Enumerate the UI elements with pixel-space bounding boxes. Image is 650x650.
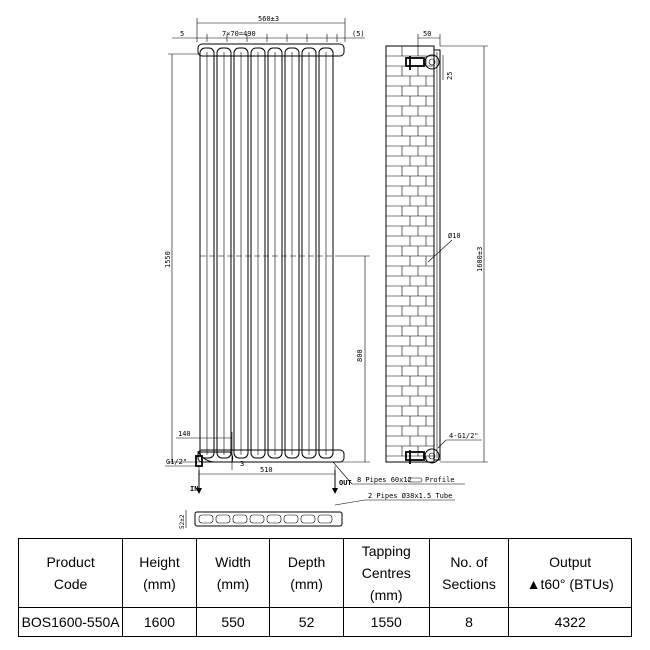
label-profile-word: Profile xyxy=(425,476,455,484)
header-depth: Depth(mm) xyxy=(269,538,344,608)
profile-sections xyxy=(198,514,333,524)
cell-output: 4322 xyxy=(508,607,632,637)
label-in: IN xyxy=(190,485,198,493)
side-view: 50 25 1600±3 Ø10 4-G1/2" xyxy=(385,30,488,464)
dim-offset-140: 140 xyxy=(178,430,191,438)
dim-overall-width: 560±3 xyxy=(258,15,279,23)
brick-wall xyxy=(386,46,434,462)
dim-height-total: 1600±3 xyxy=(476,247,484,272)
dim-side-connection: 4-G1/2" xyxy=(449,432,479,440)
cell-height: 1600 xyxy=(122,607,197,637)
dim-edge-left: 5 xyxy=(180,30,184,38)
dim-height-800: 800 xyxy=(356,349,364,362)
cell-depth: 52 xyxy=(269,607,344,637)
radiator-tubes xyxy=(199,47,334,459)
dim-bottom-510: 510 xyxy=(260,466,273,474)
dim-50: 50 xyxy=(423,30,431,38)
header-height: Height(mm) xyxy=(122,538,197,608)
dim-depth-52: 52±2 xyxy=(179,514,186,529)
header-width: Width(mm) xyxy=(195,538,271,608)
dim-connection-left: G1/2" xyxy=(166,458,187,466)
dim-25: 25 xyxy=(446,72,454,80)
dim-edge-right: (5) xyxy=(352,30,365,38)
dim-wall-hole: Ø10 xyxy=(448,232,461,240)
cell-sections: 8 xyxy=(428,607,510,637)
spec-row: BOS1600-550A 1600 550 52 1550 8 4322 xyxy=(17,607,632,637)
dim-3: 3 xyxy=(240,460,244,468)
front-view: 560±3 7×70=490 5 (5) xyxy=(164,15,465,506)
profile-view: 52±2 xyxy=(179,510,343,529)
dim-pitch: 7×70=490 xyxy=(222,30,256,38)
label-out: OUT xyxy=(339,479,352,487)
dim-height-1550: 1550 xyxy=(164,251,172,268)
header-output: Output▲t60° (BTUs) xyxy=(508,538,632,608)
label-pipes-profile: 8 Pipes 60x12 xyxy=(357,476,412,484)
pitch-ticks xyxy=(206,34,338,42)
technical-drawing: 560±3 7×70=490 5 (5) xyxy=(164,15,488,529)
label-pipes-tube: 2 Pipes Ø38x1.5 Tube xyxy=(368,492,452,500)
cell-product-code: BOS1600-550A xyxy=(17,607,124,637)
cell-tapping-centres: 1550 xyxy=(342,607,430,637)
cell-width: 550 xyxy=(195,607,271,637)
